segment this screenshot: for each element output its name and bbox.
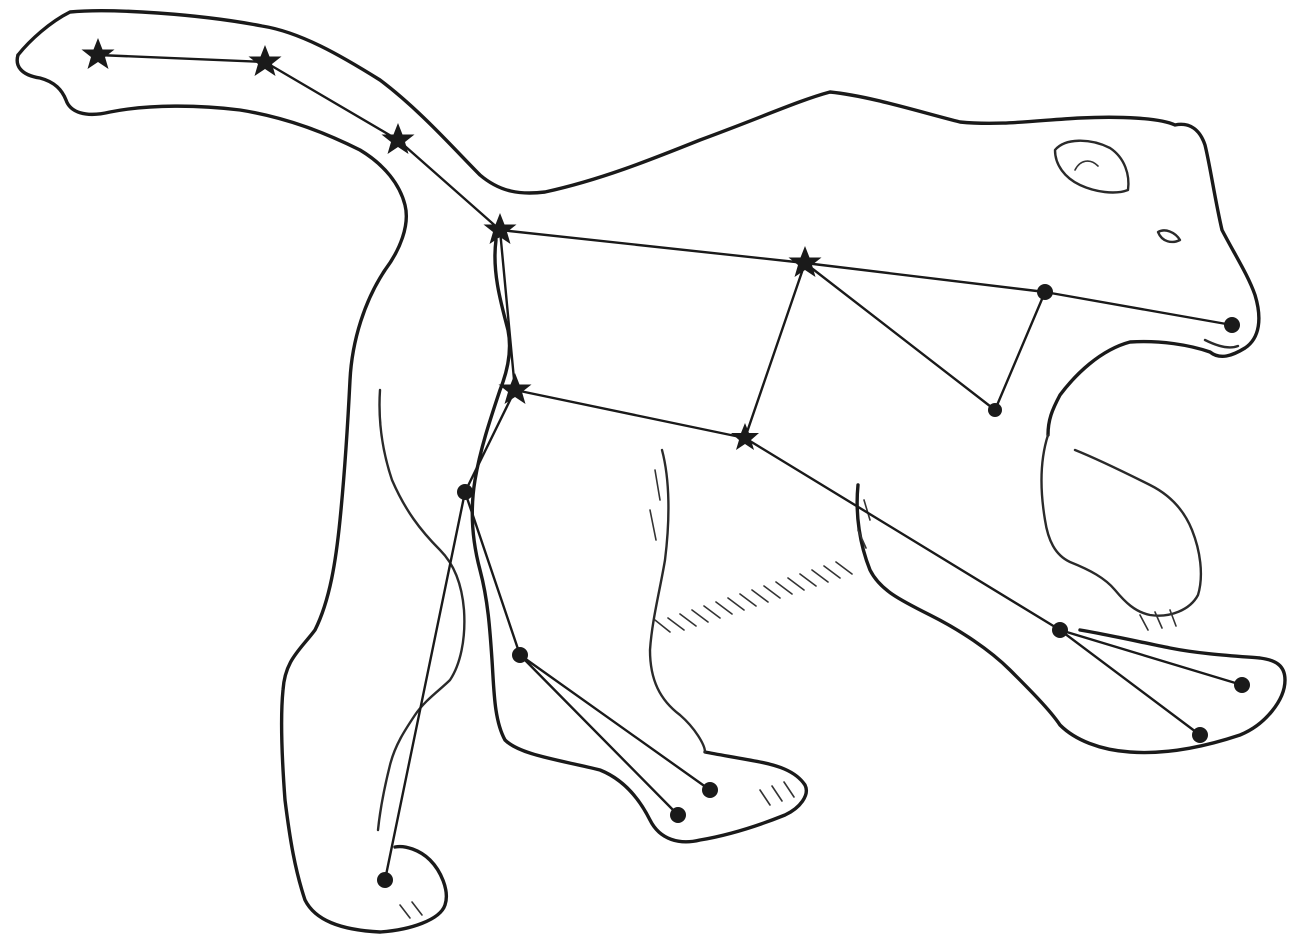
star-icon bbox=[988, 403, 1002, 417]
constellation-line bbox=[500, 230, 805, 263]
constellation-line bbox=[805, 263, 995, 410]
constellation-line bbox=[98, 55, 265, 62]
bear-outline bbox=[17, 11, 1285, 932]
leg-fur bbox=[650, 470, 870, 548]
bear-ear-inner bbox=[1075, 161, 1098, 170]
constellation-line bbox=[265, 62, 398, 140]
constellation-line bbox=[1060, 630, 1242, 685]
front-leg-outline bbox=[857, 485, 1285, 753]
constellation-line bbox=[465, 492, 520, 655]
star-icon bbox=[457, 484, 473, 500]
star-icon bbox=[1192, 727, 1208, 743]
constellation-line bbox=[515, 390, 745, 438]
star-icon bbox=[512, 647, 528, 663]
rear-leg-inner-outline bbox=[378, 390, 464, 830]
star-icon bbox=[702, 782, 718, 798]
constellation-line bbox=[385, 492, 465, 880]
constellation-line bbox=[1045, 292, 1232, 325]
star-icon bbox=[377, 872, 393, 888]
constellation-line bbox=[465, 390, 515, 492]
bear-ear-outline bbox=[1055, 141, 1128, 193]
constellation-line bbox=[745, 263, 805, 438]
star-icon bbox=[1037, 284, 1053, 300]
star-icon bbox=[82, 38, 115, 69]
star-icon bbox=[1234, 677, 1250, 693]
star-icon bbox=[1052, 622, 1068, 638]
constellation-line bbox=[805, 263, 1045, 292]
bear-eye bbox=[1158, 230, 1180, 242]
bear-back-outline bbox=[18, 11, 1259, 435]
star-icon bbox=[1224, 317, 1240, 333]
chest-outline bbox=[1042, 435, 1201, 616]
belly-outline bbox=[650, 450, 705, 752]
rear-paw-claws bbox=[400, 902, 422, 918]
constellation-line bbox=[398, 140, 500, 230]
bear-mouth bbox=[1205, 340, 1238, 347]
constellation-line bbox=[520, 655, 710, 790]
star-icon bbox=[670, 807, 686, 823]
belly-fur bbox=[655, 562, 852, 632]
star-icon bbox=[731, 423, 759, 450]
constellation-line bbox=[995, 292, 1045, 410]
hind-paw-claws bbox=[760, 782, 794, 805]
hind-leg-front-outline bbox=[472, 240, 806, 842]
constellation-line bbox=[1060, 630, 1200, 735]
